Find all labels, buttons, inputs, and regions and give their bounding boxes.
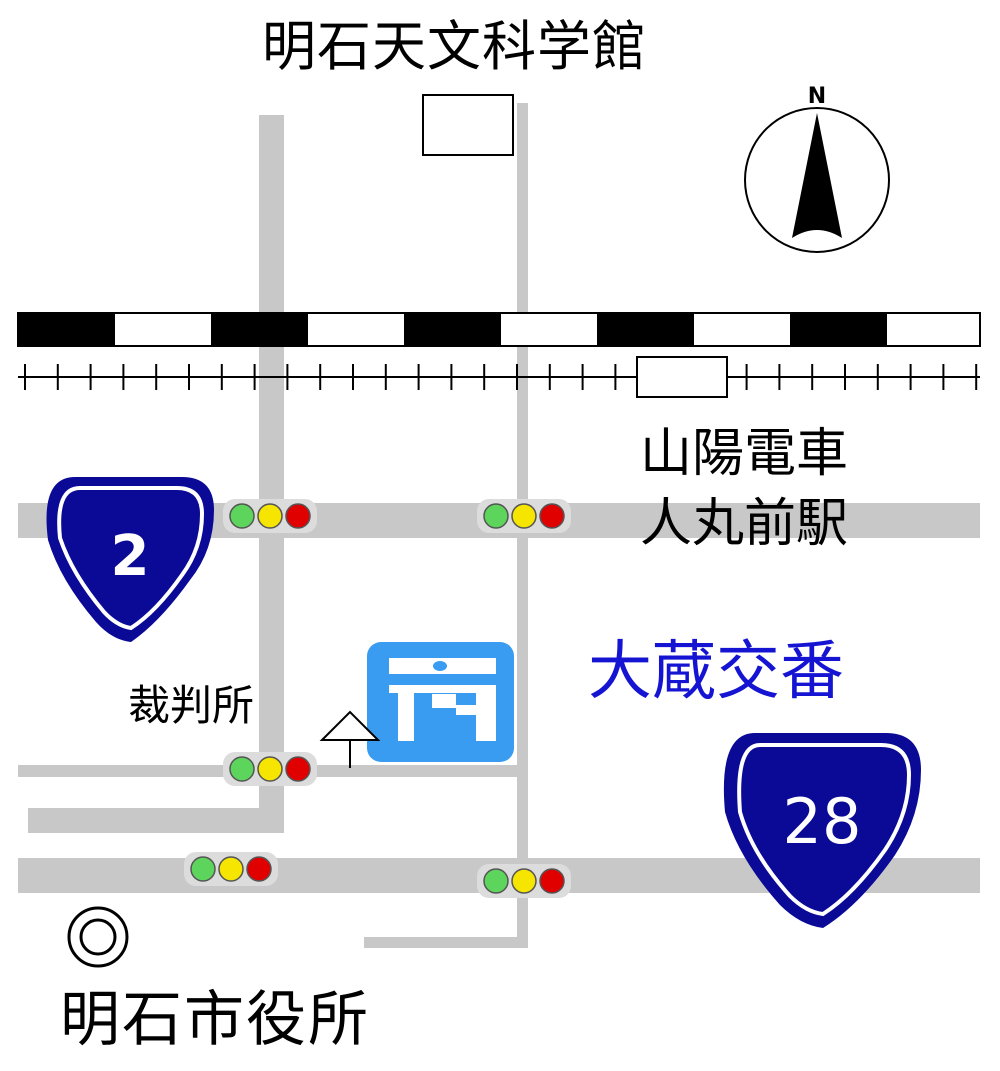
- route-28-shield: 28: [723, 733, 921, 928]
- police-box-icon: [367, 642, 514, 762]
- hitomarumae-station-platform: [636, 356, 728, 398]
- railway-line: [17, 312, 981, 398]
- road-vertical-west: [259, 115, 284, 830]
- railway-dash: [404, 313, 501, 346]
- route-2-shield: 2: [46, 477, 214, 642]
- courthouse-map-symbol-icon: [319, 710, 381, 768]
- railway-dash: [790, 313, 887, 346]
- north-arrow-icon: N: [744, 84, 890, 253]
- traffic-signal-icon: [477, 499, 571, 533]
- road-south-spur: [364, 937, 528, 948]
- station-label-line2: 人丸前駅: [640, 494, 849, 554]
- compass-north-label: N: [808, 84, 826, 109]
- courthouse-label: 裁判所: [128, 681, 255, 730]
- railway-dash: [18, 313, 115, 346]
- railway-dash: [597, 313, 694, 346]
- route-28-number: 28: [783, 785, 862, 858]
- city-hall-map-symbol-icon: [67, 906, 129, 968]
- traffic-signal-icon: [223, 752, 317, 786]
- police-box-label: 大蔵交番: [588, 635, 844, 709]
- railway-dash: [211, 313, 308, 346]
- traffic-signal-icon: [223, 499, 317, 533]
- road-short-spur: [28, 808, 284, 833]
- track-ties: [24, 364, 978, 390]
- traffic-signals: [184, 499, 571, 898]
- city-hall-label: 明石市役所: [60, 985, 370, 1055]
- observatory-building: [422, 94, 514, 156]
- station-label-line1: 山陽電車: [640, 424, 849, 484]
- traffic-signal-icon: [184, 852, 278, 886]
- traffic-signal-icon: [477, 864, 571, 898]
- observatory-label: 明石天文科学館: [262, 15, 647, 78]
- route-2-number: 2: [111, 524, 150, 589]
